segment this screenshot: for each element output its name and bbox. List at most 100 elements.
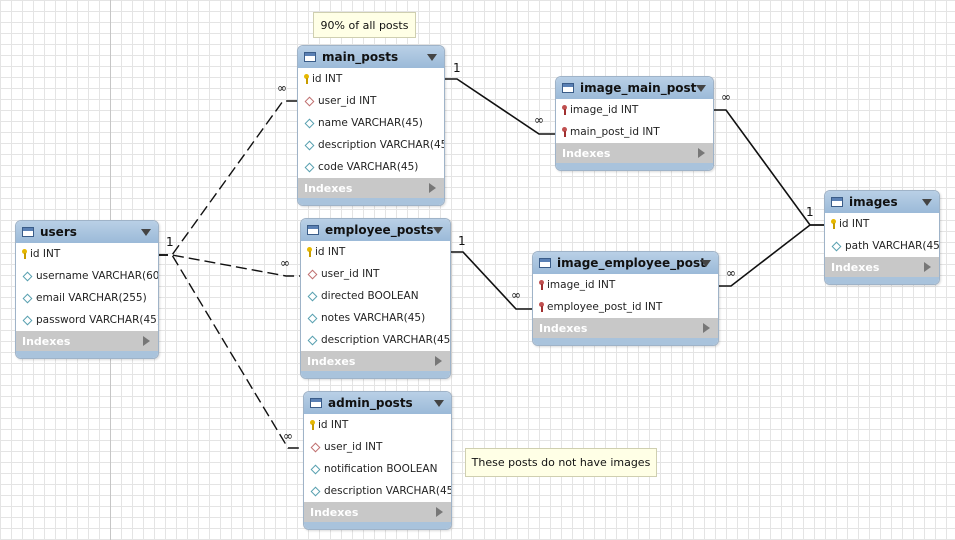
table-bottom-bar — [825, 277, 939, 284]
indexes-section[interactable]: Indexes — [556, 143, 713, 163]
primary-key-icon — [307, 246, 312, 258]
rel-users-admin-posts[interactable] — [157, 254, 303, 449]
collapse-arrow-icon[interactable] — [434, 400, 444, 407]
column-label: user_id INT — [318, 95, 377, 107]
indexes-label: Indexes — [307, 354, 356, 368]
card-main-posts-one: 1 — [453, 61, 461, 75]
column-row[interactable]: employee_post_id INT — [533, 296, 718, 318]
column-label: email VARCHAR(255) — [36, 292, 147, 304]
expand-arrow-icon[interactable] — [703, 323, 710, 333]
main-posts-note[interactable]: 90% of all posts — [313, 12, 416, 38]
column-label: password VARCHAR(45) — [36, 314, 159, 326]
foreign-key-column-icon — [307, 269, 318, 280]
column-icon — [22, 293, 33, 304]
column-row[interactable]: image_id INT — [556, 99, 713, 121]
column-row[interactable]: password VARCHAR(45) — [16, 309, 158, 331]
rel-users-main-posts[interactable] — [157, 100, 297, 256]
rel-main-posts-image-main-post[interactable] — [443, 78, 555, 135]
primary-key-icon — [304, 73, 309, 85]
column-row[interactable]: id INT — [16, 243, 158, 265]
expand-arrow-icon[interactable] — [698, 148, 705, 158]
column-row[interactable]: image_id INT — [533, 274, 718, 296]
column-icon — [304, 140, 315, 151]
collapse-arrow-icon[interactable] — [696, 85, 706, 92]
table-icon — [831, 197, 843, 207]
expand-arrow-icon[interactable] — [924, 262, 931, 272]
table-header[interactable]: users — [16, 221, 158, 243]
table-name: main_posts — [322, 50, 399, 64]
rel-image-employee-post-images[interactable] — [717, 224, 824, 287]
column-row[interactable]: code VARCHAR(45) — [298, 156, 444, 178]
foreign-key-column-icon — [304, 96, 315, 107]
expand-arrow-icon[interactable] — [436, 507, 443, 517]
column-label: description VARCHAR(45) — [321, 334, 451, 346]
expand-arrow-icon[interactable] — [143, 336, 150, 346]
column-label: description VARCHAR(45) — [318, 139, 445, 151]
table-header[interactable]: employee_posts — [301, 219, 450, 241]
column-row[interactable]: description VARCHAR(45) — [298, 134, 444, 156]
indexes-section[interactable]: Indexes — [16, 331, 158, 351]
column-label: user_id INT — [321, 268, 380, 280]
column-row[interactable]: id INT — [304, 414, 451, 436]
expand-arrow-icon[interactable] — [429, 183, 436, 193]
foreign-key-icon — [562, 126, 567, 138]
column-row[interactable]: username VARCHAR(60) — [16, 265, 158, 287]
column-row[interactable]: main_post_id INT — [556, 121, 713, 143]
indexes-section[interactable]: Indexes — [301, 351, 450, 371]
collapse-arrow-icon[interactable] — [427, 54, 437, 61]
table-bottom-bar — [301, 371, 450, 378]
column-row[interactable]: id INT — [825, 213, 939, 235]
collapse-arrow-icon[interactable] — [141, 229, 151, 236]
column-row[interactable]: notification BOOLEAN — [304, 458, 451, 480]
column-icon — [307, 313, 318, 324]
table-bottom-bar — [16, 351, 158, 358]
table-header[interactable]: image_main_post — [556, 77, 713, 99]
column-row[interactable]: user_id INT — [301, 263, 450, 285]
column-row[interactable]: directed BOOLEAN — [301, 285, 450, 307]
card-images-one: 1 — [806, 205, 814, 219]
column-row[interactable]: description VARCHAR(45) — [304, 480, 451, 502]
card-image-main-post-right-many: ∞ — [721, 90, 731, 104]
indexes-section[interactable]: Indexes — [304, 502, 451, 522]
column-row[interactable]: description VARCHAR(45) — [301, 329, 450, 351]
primary-key-icon — [310, 419, 315, 431]
column-row[interactable]: notes VARCHAR(45) — [301, 307, 450, 329]
table-header[interactable]: image_employee_post — [533, 252, 718, 274]
indexes-section[interactable]: Indexes — [298, 178, 444, 198]
column-label: id INT — [315, 246, 346, 258]
column-row[interactable]: path VARCHAR(45) — [825, 235, 939, 257]
table-header[interactable]: images — [825, 191, 939, 213]
rel-employee-posts-image-employee-post[interactable] — [449, 251, 532, 310]
column-row[interactable]: id INT — [298, 68, 444, 90]
column-icon — [304, 118, 315, 129]
admin-posts-note[interactable]: These posts do not have images — [465, 448, 657, 477]
indexes-label: Indexes — [539, 321, 588, 335]
table-header[interactable]: main_posts — [298, 46, 444, 68]
column-icon — [22, 315, 33, 326]
column-row[interactable]: user_id INT — [298, 90, 444, 112]
table-name: users — [40, 225, 77, 239]
table-icon — [310, 398, 322, 408]
column-label: id INT — [318, 419, 349, 431]
column-row[interactable]: name VARCHAR(45) — [298, 112, 444, 134]
column-row[interactable]: email VARCHAR(255) — [16, 287, 158, 309]
column-row[interactable]: id INT — [301, 241, 450, 263]
collapse-arrow-icon[interactable] — [701, 260, 711, 267]
rel-users-employee-posts[interactable] — [157, 254, 300, 277]
column-row[interactable]: user_id INT — [304, 436, 451, 458]
expand-arrow-icon[interactable] — [435, 356, 442, 366]
collapse-arrow-icon[interactable] — [922, 199, 932, 206]
indexes-section[interactable]: Indexes — [533, 318, 718, 338]
table-header[interactable]: admin_posts — [304, 392, 451, 414]
column-icon — [310, 464, 321, 475]
collapse-arrow-icon[interactable] — [433, 227, 443, 234]
indexes-section[interactable]: Indexes — [825, 257, 939, 277]
